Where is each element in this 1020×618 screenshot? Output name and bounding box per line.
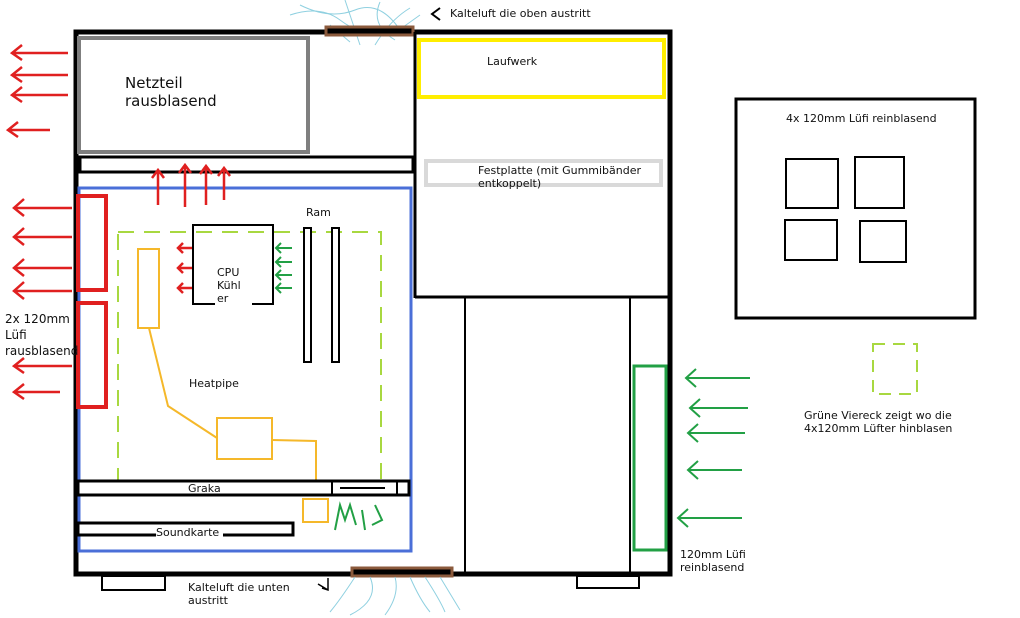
airflow-zone xyxy=(117,231,382,486)
psu-box xyxy=(77,36,310,154)
cpu-label-2: Kühl xyxy=(217,279,241,292)
soundcard-label: Soundkarte xyxy=(156,526,224,539)
exhaust-arrow-icons xyxy=(5,44,231,401)
drive-bay xyxy=(417,38,666,99)
hdd-label-2: entkoppelt) xyxy=(478,177,542,190)
gpu-label: Graka xyxy=(188,482,221,495)
side-panel-label: 4x 120mm Lüfi reinblasend xyxy=(786,112,937,125)
bottom-vent xyxy=(350,566,454,578)
bottom-air-label-1: Kalteluft die unten xyxy=(188,581,290,594)
pointer-arrow-bottom-icon xyxy=(317,578,329,592)
foot-left xyxy=(101,575,166,591)
ram-slot-2 xyxy=(331,227,340,363)
pointer-arrow-icon xyxy=(430,7,441,21)
cpu-label-1: CPU xyxy=(217,266,240,279)
side-panel xyxy=(734,97,977,320)
top-air-label: Kalteluft die oben austritt xyxy=(450,7,591,20)
legend-label-2: 4x120mm Lüfter hinblasen xyxy=(804,422,953,435)
intake-fan-front xyxy=(632,364,668,552)
front-fan-label-1: 120mm Lüfi xyxy=(680,548,746,561)
rear-fans-label-1: 2x 120mm xyxy=(5,312,70,326)
foot-right xyxy=(576,575,640,589)
psu-label-2: rausblasend xyxy=(125,92,217,110)
hdd-label-1: Festplatte (mit Gummibänder xyxy=(478,164,642,177)
rear-fans-label-3: rausblasend xyxy=(5,344,79,358)
ram-label: Ram xyxy=(306,206,331,219)
ram-slot-1 xyxy=(303,227,312,363)
intake-arrow-icons xyxy=(274,242,750,531)
side-panel-fans xyxy=(784,156,907,263)
compartment-dividers xyxy=(413,32,670,574)
bottom-air-label-2: austritt xyxy=(188,594,228,607)
top-vent xyxy=(324,25,415,37)
exhaust-fan-1 xyxy=(76,194,108,292)
cpu-cooler xyxy=(192,224,274,305)
legend-swatch xyxy=(872,343,918,395)
legend-label-1: Grüne Viereck zeigt wo die xyxy=(804,409,952,422)
cold-air-bottom-icon xyxy=(329,576,461,616)
heatpipe xyxy=(137,248,329,523)
cpu-label-3: er xyxy=(217,292,229,305)
front-fan-label-2: reinblasend xyxy=(680,561,745,574)
heatpipe-label: Heatpipe xyxy=(189,377,239,390)
drive-label: Laufwerk xyxy=(487,55,538,68)
hdd xyxy=(424,159,663,187)
psu-shelf xyxy=(78,155,415,174)
exhaust-fan-2 xyxy=(76,301,108,409)
psu-label-1: Netzteil xyxy=(125,74,183,92)
gpu-card xyxy=(76,479,411,497)
rear-fans-label-2: Lüfi xyxy=(5,328,27,342)
motherboard xyxy=(77,186,413,553)
